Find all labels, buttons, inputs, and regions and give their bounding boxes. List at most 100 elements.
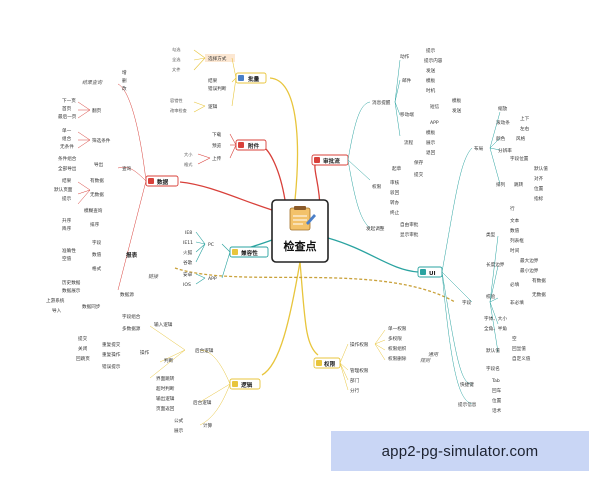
svg-text:转办: 转办 — [390, 199, 400, 206]
svg-text:APP: APP — [430, 120, 439, 126]
branch-shenpi[interactable]: 审批流 — [311, 154, 349, 166]
svg-text:必填: 必填 — [510, 281, 520, 288]
shuju-nodes: 结果查询 增 删 改 下一页 首页 最后一页 翻页 单一 组合 无条件 筛选条件… — [46, 69, 159, 314]
svg-text:发送: 发送 — [426, 67, 436, 74]
svg-text:发送: 发送 — [452, 107, 462, 114]
svg-text:批量: 批量 — [248, 75, 260, 83]
luoji-tree — [149, 325, 231, 426]
svg-text:模糊查询: 模糊查询 — [84, 207, 103, 214]
svg-text:提示: 提示 — [426, 47, 436, 54]
root-title: 检查点 — [284, 239, 317, 253]
svg-text:提示: 提示 — [62, 195, 72, 202]
svg-text:判断: 判断 — [164, 357, 174, 364]
svg-text:兼容性: 兼容性 — [241, 249, 258, 257]
quanxian-nodes: 操作权限 单一权限 多权限 权限组织 权限删除 管理权限 部门 分行 规则 — [350, 325, 431, 394]
svg-text:格式: 格式 — [92, 265, 102, 272]
svg-text:附件: 附件 — [248, 142, 260, 150]
branch-jianrong[interactable]: 兼容性 — [229, 246, 269, 258]
svg-text:操作: 操作 — [140, 349, 150, 356]
branch-fujian[interactable]: 附件 — [235, 139, 267, 151]
svg-text:最大边界: 最大边界 — [520, 257, 539, 264]
branch-shuju[interactable]: 数据 — [145, 175, 179, 187]
svg-text:筛选条件: 筛选条件 — [92, 137, 111, 144]
watermark-text: app2-pg-simulator.com — [381, 442, 539, 460]
svg-text:长度边界: 长度边界 — [486, 261, 505, 268]
annotation-jieguo: 结果查询 — [82, 79, 103, 86]
quanxian-tree — [339, 329, 386, 391]
svg-text:自定义值: 自定义值 — [512, 355, 531, 362]
svg-text:首页: 首页 — [62, 105, 72, 112]
svg-text:无数据: 无数据 — [532, 291, 546, 298]
svg-text:有数据: 有数据 — [90, 177, 104, 184]
svg-text:模板: 模板 — [426, 77, 436, 84]
root-node[interactable]: 检查点 — [271, 199, 329, 263]
svg-text:无数据: 无数据 — [90, 191, 104, 198]
svg-text:页面返回: 页面返回 — [156, 405, 175, 412]
svg-text:容错性: 容错性 — [170, 97, 183, 104]
svg-text:输入逻辑: 输入逻辑 — [154, 321, 173, 328]
svg-text:话术: 话术 — [492, 407, 502, 414]
svg-text:模板: 模板 — [452, 97, 462, 104]
shenpi-nodes: 消息提醒 动作 提示 提示内容 邮件 发送 模板 时机 移动端 短信 模板 发送… — [366, 47, 462, 238]
jianrong-nodes: PC IE8 IE11 火狐 谷歌 APP 安卓 IOS — [183, 230, 217, 288]
svg-text:起草: 起草 — [392, 165, 402, 172]
svg-text:权限组织: 权限组织 — [388, 345, 407, 352]
svg-text:条件组合: 条件组合 — [58, 155, 77, 162]
svg-text:逻辑: 逻辑 — [240, 381, 253, 389]
ui-nodes: 布局 缩放 滚动条 上下 左右 颜色 风格 分辨率 字段位置 排列 跳转 默认值… — [428, 105, 548, 414]
svg-text:上下: 上下 — [520, 115, 530, 122]
svg-text:Tab: Tab — [491, 378, 500, 384]
svg-text:关闭: 关闭 — [78, 345, 88, 352]
svg-text:空值: 空值 — [62, 255, 72, 262]
svg-text:全部导出: 全部导出 — [58, 165, 77, 172]
svg-text:审核: 审核 — [390, 179, 400, 186]
svg-text:消息提醒: 消息提醒 — [372, 99, 391, 106]
svg-text:火狐: 火狐 — [183, 249, 193, 256]
svg-text:数据源: 数据源 — [120, 291, 134, 298]
ui-tree — [441, 111, 501, 405]
svg-text:数据同步: 数据同步 — [82, 303, 101, 310]
svg-text:权限: 权限 — [372, 183, 382, 190]
svg-text:展示: 展示 — [174, 428, 184, 434]
clipboard-icon — [289, 206, 316, 231]
svg-text:位置: 位置 — [534, 185, 544, 192]
fujian-nodes: 下载 预览 上传 大小 格式 — [184, 131, 222, 168]
svg-text:选择方式: 选择方式 — [208, 55, 227, 62]
annotation-tongyong: 通用 — [428, 351, 439, 358]
annotation-lianjie: 链接 — [148, 273, 159, 280]
svg-text:全角、半角: 全角、半角 — [484, 325, 507, 332]
branch-ui[interactable]: UI — [417, 266, 443, 278]
svg-text:非必填: 非必填 — [510, 299, 524, 306]
svg-text:快捷键: 快捷键 — [460, 381, 474, 388]
svg-text:发起调整: 发起调整 — [366, 225, 385, 232]
svg-text:提交: 提交 — [414, 171, 424, 178]
branch-luoji[interactable]: 逻辑 — [229, 378, 261, 390]
svg-text:对齐: 对齐 — [534, 175, 544, 182]
svg-text:预览: 预览 — [212, 142, 222, 149]
branch-piliang[interactable]: 批量 — [235, 72, 267, 84]
svg-text:回显值: 回显值 — [512, 345, 526, 352]
svg-text:短信: 短信 — [430, 103, 440, 110]
annotation-guize: 规则 — [420, 357, 431, 364]
svg-text:时间: 时间 — [510, 247, 520, 254]
svg-text:跳转: 跳转 — [514, 181, 524, 188]
svg-text:计算: 计算 — [203, 422, 213, 429]
svg-text:格式: 格式 — [184, 161, 193, 168]
svg-text:准确性: 准确性 — [62, 247, 76, 254]
svg-text:流程: 流程 — [404, 139, 414, 146]
svg-text:最后一页: 最后一页 — [58, 113, 77, 120]
svg-text:PC: PC — [208, 242, 214, 248]
svg-text:输出逻辑: 输出逻辑 — [156, 395, 175, 402]
svg-text:字段: 字段 — [92, 239, 102, 246]
svg-text:校验: 校验 — [486, 293, 496, 300]
svg-text:增: 增 — [122, 69, 127, 76]
svg-text:数据: 数据 — [157, 178, 169, 186]
svg-text:颜色: 颜色 — [496, 135, 506, 142]
branch-quanxian[interactable]: 权限 — [313, 357, 341, 369]
svg-text:布局: 布局 — [474, 145, 484, 152]
svg-text:改审检查: 改审检查 — [170, 107, 188, 114]
svg-text:审批流: 审批流 — [323, 157, 340, 165]
svg-text:导出: 导出 — [94, 161, 104, 168]
svg-text:动作: 动作 — [400, 53, 410, 60]
svg-text:权限: 权限 — [323, 360, 336, 368]
